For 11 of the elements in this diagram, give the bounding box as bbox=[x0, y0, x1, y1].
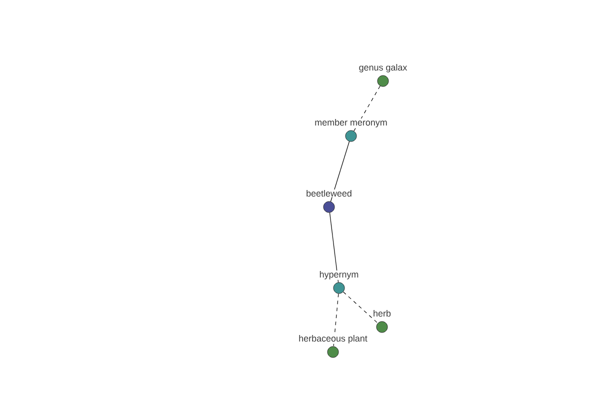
node-label: herbaceous plant bbox=[299, 335, 368, 344]
node-label: hypernym bbox=[320, 271, 358, 280]
connector-line bbox=[342, 292, 378, 324]
connector-line bbox=[329, 212, 339, 283]
node-label: herb bbox=[374, 310, 391, 317]
connector-line bbox=[333, 293, 339, 347]
node-label: genus galax bbox=[359, 64, 408, 72]
connector-line bbox=[330, 141, 350, 202]
connector-line bbox=[354, 86, 380, 132]
node-label: member meronym bbox=[315, 119, 387, 128]
node-label: beetleweed bbox=[306, 190, 352, 197]
